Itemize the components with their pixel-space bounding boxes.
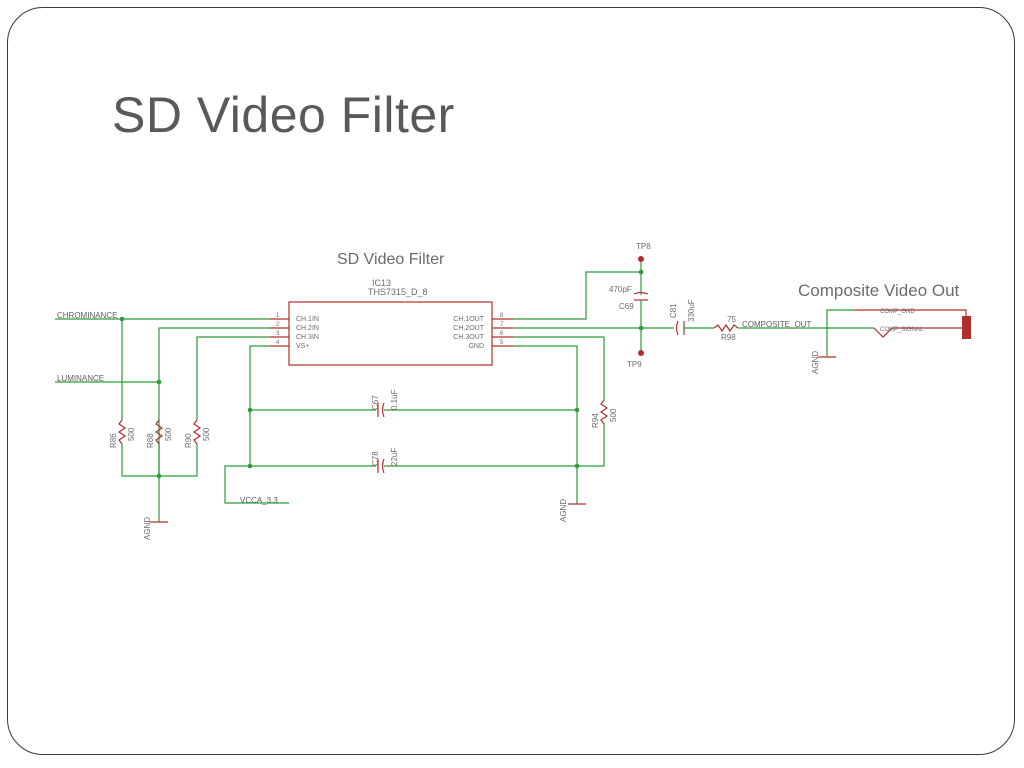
net-comp-gnd: COMP_GND [880,309,915,315]
ic-pin-num: 2 [276,322,280,328]
ic-pin-name: CH.2IN [296,325,319,332]
capacitor-c81 [675,320,679,336]
ic-pin-num: 5 [500,340,504,346]
c69-ref: C69 [619,302,634,311]
net-luminance: LUMINANCE [57,374,104,383]
tp9-ref: TP9 [627,360,642,369]
ic13: IC13 THS7315_D_8 1 2 3 4 CH.1IN CH.2IN C… [270,278,513,366]
r86-value: 500 [127,427,136,441]
slide-title: SD Video Filter [112,87,455,143]
resistor-r98 [713,323,739,333]
c69-value: 470pF [609,285,632,294]
ic-pin-num: 7 [500,322,504,328]
net-agnd: AGND [559,499,568,522]
r90-ref: R90 [184,433,193,448]
resistor-r94 [599,399,609,425]
ic-pin-name: CH.1IN [296,316,319,323]
net-agnd: AGND [143,517,152,540]
resistor-r90 [192,419,202,445]
supply-decoupling: C67 0.1uF C78 22uF VCCA_3.3 AGND [224,345,586,522]
input-wires: CHROMINANCE LUMINANCE [55,311,270,476]
r88-ref: R88 [146,433,155,448]
ic-pin-num: 3 [276,331,280,337]
ic13-part: THS7315_D_8 [368,287,428,297]
ic-pin-name: CH.3OUT [453,334,484,341]
ic13-body [288,301,493,366]
ic-pin-name: GND [468,343,484,350]
r94-ref: R94 [591,413,600,428]
resistor-r88 [154,419,164,445]
r90-value: 500 [202,427,211,441]
c78-ref: C78 [371,451,380,466]
resistor-r86 [117,419,127,445]
r98-ref: R98 [721,333,736,342]
capacitor-c69 [633,291,649,295]
ic-pin-name: CH.1OUT [453,316,484,323]
c67-ref: C67 [371,395,380,410]
net-comp-signal: COMP_SIGNAL [880,327,924,333]
r98-value: 75 [727,315,736,324]
output-stage: TP8 470pF C69 TP9 R94 500 C81 330uF 75 R… [513,242,971,467]
tp8-ref: TP8 [636,242,651,251]
net-vcca: VCCA_3.3 [240,496,278,505]
connector-jack [962,316,971,339]
termination-resistors: R86 500 R88 500 R90 500 AGND [109,419,211,540]
c81-value: 330uF [687,299,696,322]
ic-pin-name: CH.3IN [296,334,319,341]
net-agnd: AGND [811,351,820,374]
c78-value: 22uF [390,448,399,466]
ic-pin-name: VS+ [296,343,309,350]
c81-ref: C81 [669,303,678,318]
ic-pin-num: 6 [500,331,504,337]
slide-frame [7,7,1015,755]
composite-title: Composite Video Out [798,281,960,300]
r88-value: 500 [164,427,173,441]
ic-pin-num: 8 [500,313,504,319]
ic-pin-num: 1 [276,313,280,319]
net-composite-out: COMPOSITE_OUT [742,320,811,329]
composite-video-connector: COMP_GND COMP_SIGNAL [854,309,971,339]
r86-ref: R86 [109,433,118,448]
r94-value: 500 [609,408,618,422]
test-point-tp9 [638,350,644,356]
ic13-ref: IC13 [372,278,391,288]
ic-pin-num: 4 [276,340,280,346]
c67-value: 0.1uF [390,389,399,410]
schematic-title: SD Video Filter [337,251,445,268]
ic-pin-name: CH.2OUT [453,325,484,332]
test-point-tp8 [638,256,644,262]
net-chrominance: CHROMINANCE [57,311,117,320]
